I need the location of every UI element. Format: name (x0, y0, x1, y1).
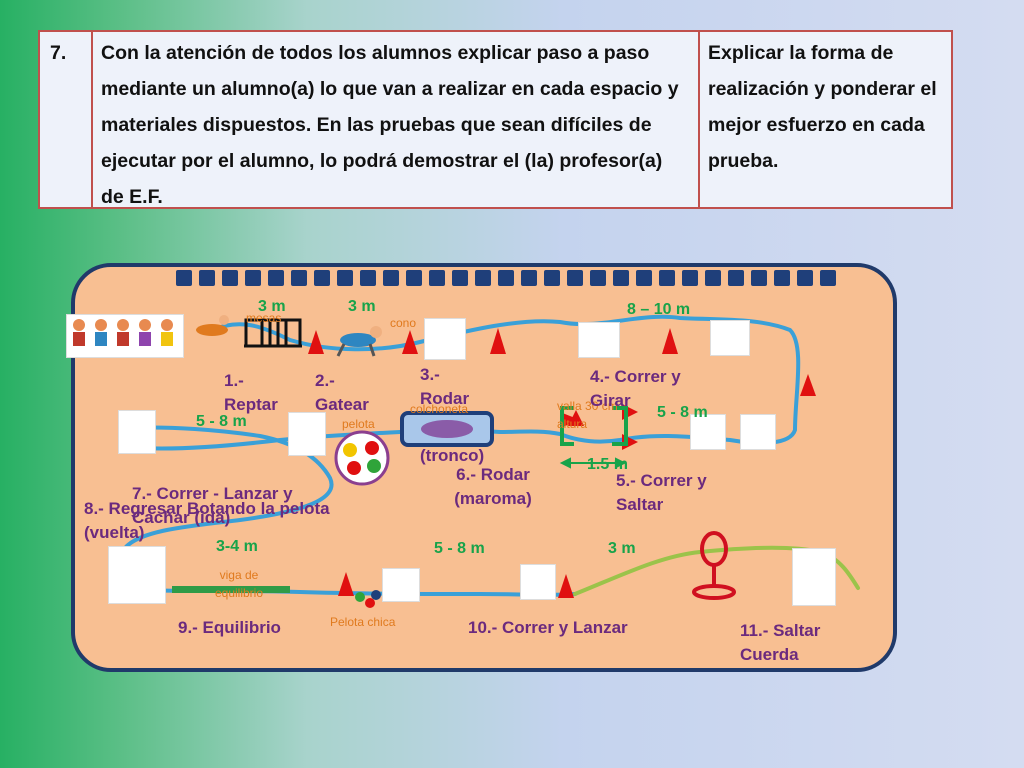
bouncing-child-image (118, 410, 156, 454)
station-label: 11.- Saltar Cuerda (740, 621, 821, 664)
distance-label: 5 - 8 m (434, 540, 485, 557)
rope-child-image (792, 548, 836, 606)
jumper-image (690, 414, 726, 450)
jumper-image-2 (740, 414, 776, 450)
instruction-table: 7. Con la atención de todos los alumnos … (38, 30, 953, 209)
station-label: 2.- Gatear (315, 371, 369, 414)
material-label: valla 30 cm altura (557, 399, 618, 431)
material-label: colchoneta (410, 402, 469, 416)
runner-image-2 (710, 320, 750, 356)
rodar-child-image (424, 318, 466, 360)
cone-icons (308, 328, 816, 598)
material-label: cono (390, 316, 417, 330)
distance-label: 5 - 8 m (196, 413, 247, 430)
valla-icon (560, 406, 628, 446)
balance-child-image (108, 546, 166, 604)
route-path-green (573, 545, 860, 596)
station-label: (tronco) (420, 446, 485, 465)
viga-icon (172, 586, 290, 593)
pelota-chica-icon (355, 590, 381, 608)
station-label: 10.- Correr y Lanzar (468, 618, 628, 637)
running-ball-child-image (382, 568, 420, 602)
step-objective: Explicar la forma de realización y ponde… (708, 42, 937, 172)
distance-label: 3-4 m (216, 538, 258, 555)
distance-label: 8 – 10 m (627, 301, 691, 318)
station-label: 4.- Correr y Girar (590, 367, 681, 410)
rolling-child-icon (421, 420, 473, 438)
students-group-image (66, 314, 184, 358)
arrow-icon (559, 457, 627, 469)
hoop-target-icon (692, 531, 736, 600)
lanzar-child-image (520, 564, 556, 600)
station-label: 1.- Reptar (224, 371, 278, 414)
distance-label: 1.5 m (587, 456, 628, 473)
step-description: Con la atención de todos los alumnos exp… (93, 32, 700, 208)
mesas-icon (244, 318, 302, 348)
distance-label: 5 - 8 m (657, 404, 708, 421)
distance-label: 3 m (258, 298, 286, 315)
material-label: mesas (246, 311, 282, 325)
distance-label: 3 m (348, 298, 376, 315)
top-blocks (176, 270, 836, 286)
throwing-child-image (288, 412, 326, 456)
crawling-child-image (190, 312, 232, 342)
station-label: 3.- Rodar (420, 365, 470, 408)
station-label: 5.- Correr y Saltar (616, 471, 707, 514)
material-label: pelota (342, 417, 375, 431)
runner-image (578, 322, 620, 358)
station-label: 8.- Regresar Botando la pelota (vuelta) (84, 499, 330, 542)
step-number: 7. (40, 32, 93, 207)
gatear-child-image (330, 322, 388, 358)
material-label: viga de equilibrio (214, 568, 264, 600)
station-label: 6.- Rodar (maroma) (454, 465, 532, 508)
distance-label: 3 m (608, 540, 636, 557)
material-label: Pelota chica (330, 615, 396, 629)
pelota-icon (334, 430, 390, 486)
station-label: 9.- Equilibrio (178, 618, 281, 637)
station-label: 7.- Correr - Lanzar y Cachar (ida) (132, 484, 293, 527)
